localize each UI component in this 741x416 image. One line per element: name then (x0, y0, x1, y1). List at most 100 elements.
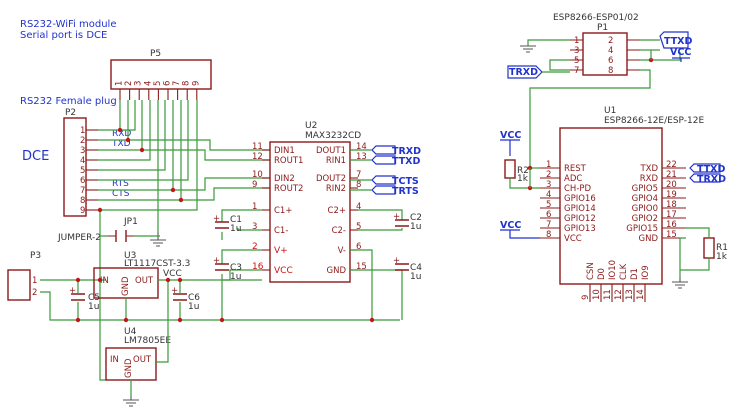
u2-right-pin-name: RIN1 (326, 156, 346, 166)
capacitor-value: 1u (230, 272, 241, 282)
p5-pin-label: 2 (124, 81, 134, 86)
u1-bottom-pin-num: 12 (614, 289, 624, 300)
u1-right-pin-name: GPIO5 (632, 184, 658, 194)
p2-pin-label: 3 (80, 146, 85, 156)
p1-pin-2: 2 (608, 36, 613, 46)
capacitor-polarity: + (171, 286, 178, 296)
u1-ref: U1 (604, 106, 616, 116)
u2-left-pin-name: C1+ (274, 206, 292, 216)
net-vcc-r2: VCC (500, 130, 521, 141)
u4-out: OUT (133, 355, 152, 365)
net-trxd-p1: TRXD (509, 67, 538, 78)
u1-right-pin-name: GPIO15 (626, 224, 658, 234)
vcc-symbol-p1 (672, 57, 690, 62)
note-dce: DCE (22, 149, 49, 164)
p1-pin-3: 3 (574, 46, 579, 56)
net-trts-u2: TRTS (392, 186, 419, 197)
u1-left-pin-name: GPIO14 (564, 204, 596, 214)
u2-left-pin-num: 10 (252, 170, 263, 180)
p2-pin-label: 8 (80, 196, 85, 206)
u2-body (269, 141, 351, 283)
u2-right-pin-name: C2+ (328, 206, 346, 216)
u2-left-pin-name: VCC (274, 266, 293, 276)
net-ttxd-u1: TTXD (697, 164, 726, 175)
u2-right-pin-name: RIN2 (326, 184, 346, 194)
u1-left-pin-name: GPIO13 (564, 224, 596, 234)
esp01-connector: ESP8266-ESP01/02 P1 1 2 3 4 5 6 7 8 (520, 13, 681, 168)
u1-bottom-pin-name: D0 (597, 268, 607, 280)
connector-p3: P3 1 2 (7, 251, 400, 321)
u1-bottom-pin-num: 11 (603, 289, 613, 300)
capacitor-value: 1u (230, 224, 241, 234)
u1-left-pin-name: CH-PD (564, 184, 592, 194)
u3-part: LT1117CST-3.3 (124, 259, 190, 269)
u2-left-pin-num: 12 (252, 152, 263, 162)
note-module: RS232-WiFi module (20, 19, 117, 30)
jp1-label: JUMPER-2 (57, 233, 101, 243)
p5-body (110, 59, 212, 90)
u2-left-pin-num: 2 (252, 242, 258, 252)
u1-bottom-pin-num: 14 (636, 289, 646, 300)
net-tcts-u2: TCTS (392, 176, 419, 187)
p3-body (7, 269, 31, 301)
u2-left-pin-num: 11 (252, 142, 263, 152)
u1-left-pin-name: GPIO16 (564, 194, 596, 204)
p1-pin-8: 8 (608, 66, 613, 76)
u1-left-pin-num: 8 (546, 230, 551, 240)
capacitor-value: 1u (410, 222, 421, 232)
net-flag-trxd (371, 145, 396, 155)
u1-left-pin-name: ADC (564, 174, 582, 184)
p5-pin-label: 6 (163, 81, 173, 86)
u1-left-pin-num: 3 (546, 180, 551, 190)
p5-pin-label: 1 (115, 81, 125, 86)
u4-part: LM7805EE (124, 336, 171, 346)
jumper-jp1: JP1 JUMPER-2 (57, 210, 160, 381)
r2-ref: R2 (517, 166, 529, 176)
net-ttxd-u2: TTXD (392, 156, 421, 167)
capacitor-value: 1u (88, 302, 99, 312)
u1-right-pin-num: 20 (666, 180, 677, 190)
p2-pin-label: 4 (80, 156, 85, 166)
p3-pin-2: 2 (32, 288, 37, 298)
u2-right-pin-name: V- (338, 246, 346, 256)
p5-pin-label: 3 (134, 81, 144, 86)
capacitor-plates (395, 263, 409, 271)
capacitor-polarity: + (393, 256, 400, 266)
u2-left-pin-name: ROUT1 (274, 156, 303, 166)
junctions-left (75, 127, 375, 323)
p2-pin-label: 6 (80, 176, 85, 186)
capacitor-ref: C3 (230, 263, 242, 273)
capacitor-ref: C6 (188, 293, 200, 303)
capacitor-ref: C4 (410, 263, 422, 273)
p1-pin-6: 6 (608, 56, 613, 66)
net-flag-ttxd-u1 (689, 163, 721, 173)
r1-body (703, 237, 715, 259)
gnd-symbol-u4 (123, 396, 139, 407)
gnd-symbol-p5 (150, 232, 166, 247)
u1-left-pin-num: 1 (546, 160, 551, 170)
signal-txd: TXD (111, 139, 131, 149)
net-trxd-u1: TRXD (697, 174, 726, 185)
u2-right-pin-num: 14 (356, 142, 367, 152)
p2-pin-label: 1 (80, 126, 85, 136)
esp01-title: ESP8266-ESP01/02 (553, 13, 639, 23)
u2-left-pin-name: DIN2 (274, 174, 295, 184)
capacitor-polarity: + (213, 214, 220, 224)
u2-left-pin-num: 1 (252, 202, 257, 212)
note-serial-dce: Serial port is DCE (20, 30, 107, 41)
p2-pin-label: 9 (80, 206, 85, 216)
u1-part: ESP8266-12E/ESP-12E (604, 116, 704, 126)
p2-body (63, 117, 87, 217)
capacitor-ref: C2 (410, 213, 422, 223)
net-flag-trxd-u1 (689, 173, 721, 183)
p5-pin-label: 8 (182, 81, 192, 86)
u2-left-pin-name: V+ (274, 246, 288, 256)
capacitor-polarity: + (213, 256, 220, 266)
u1-right-pin-name: GPIO0 (632, 204, 658, 214)
p3-ref: P3 (30, 251, 41, 261)
u2-left-pin-name: C1- (274, 226, 288, 236)
u1-bottom-pin-name: IO10 (608, 260, 618, 280)
p5-pin-label: 5 (153, 81, 163, 86)
